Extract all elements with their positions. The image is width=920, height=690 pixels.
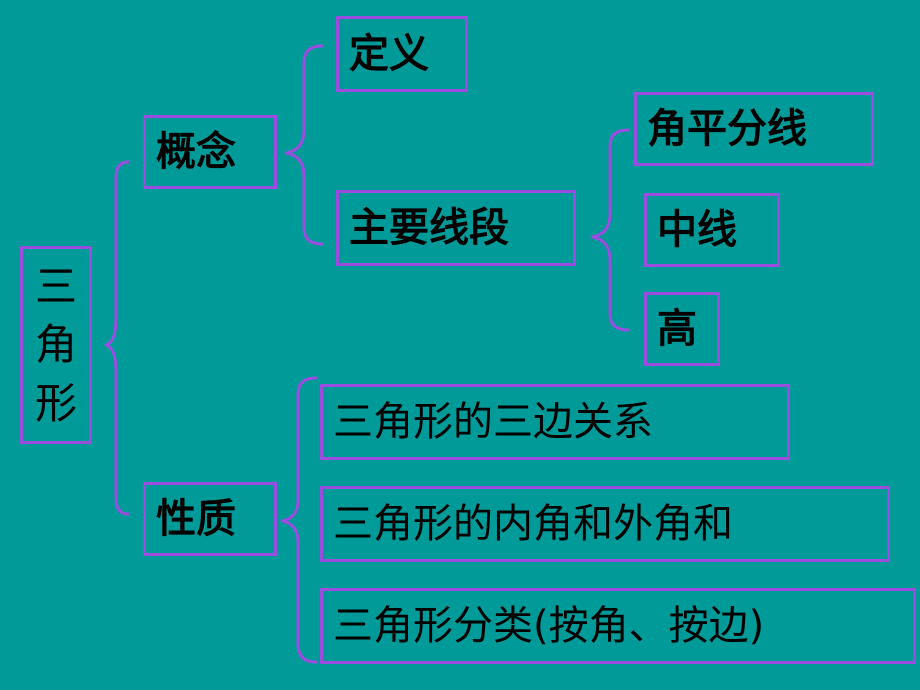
node-angle-bisector: 角平分线 — [634, 92, 874, 166]
node-classification: 三角形分类(按角、按边) — [320, 588, 916, 664]
node-angle-sum: 三角形的内角和外角和 — [320, 486, 890, 562]
brace-root — [104, 160, 130, 516]
root-char: 角 — [34, 320, 77, 369]
node-label: 概念 — [156, 129, 236, 175]
node-label: 三角形分类(按角、按边) — [333, 603, 765, 649]
node-definition: 定义 — [336, 16, 468, 92]
brace-concept — [284, 44, 324, 246]
brace-main-segments — [590, 128, 630, 332]
node-main-segments: 主要线段 — [336, 190, 576, 266]
node-altitude: 高 — [644, 292, 720, 366]
node-label: 性质 — [156, 496, 236, 542]
brace-property — [280, 376, 318, 664]
node-median: 中线 — [644, 193, 780, 267]
node-side-relation: 三角形的三边关系 — [320, 384, 790, 460]
node-label: 主要线段 — [349, 205, 509, 251]
node-label: 角平分线 — [647, 106, 807, 152]
node-label: 三角形的内角和外角和 — [333, 501, 733, 547]
root-char: 三 — [34, 261, 77, 311]
root-char: 形 — [34, 378, 77, 428]
node-label: 中线 — [657, 207, 737, 253]
node-label: 三角形的三边关系 — [333, 399, 653, 445]
node-concept: 概念 — [143, 115, 277, 189]
root-node-triangle: 三 角 形 — [20, 246, 92, 444]
node-label: 定义 — [349, 31, 429, 77]
node-label: 高 — [657, 306, 697, 352]
node-property: 性质 — [143, 482, 277, 556]
